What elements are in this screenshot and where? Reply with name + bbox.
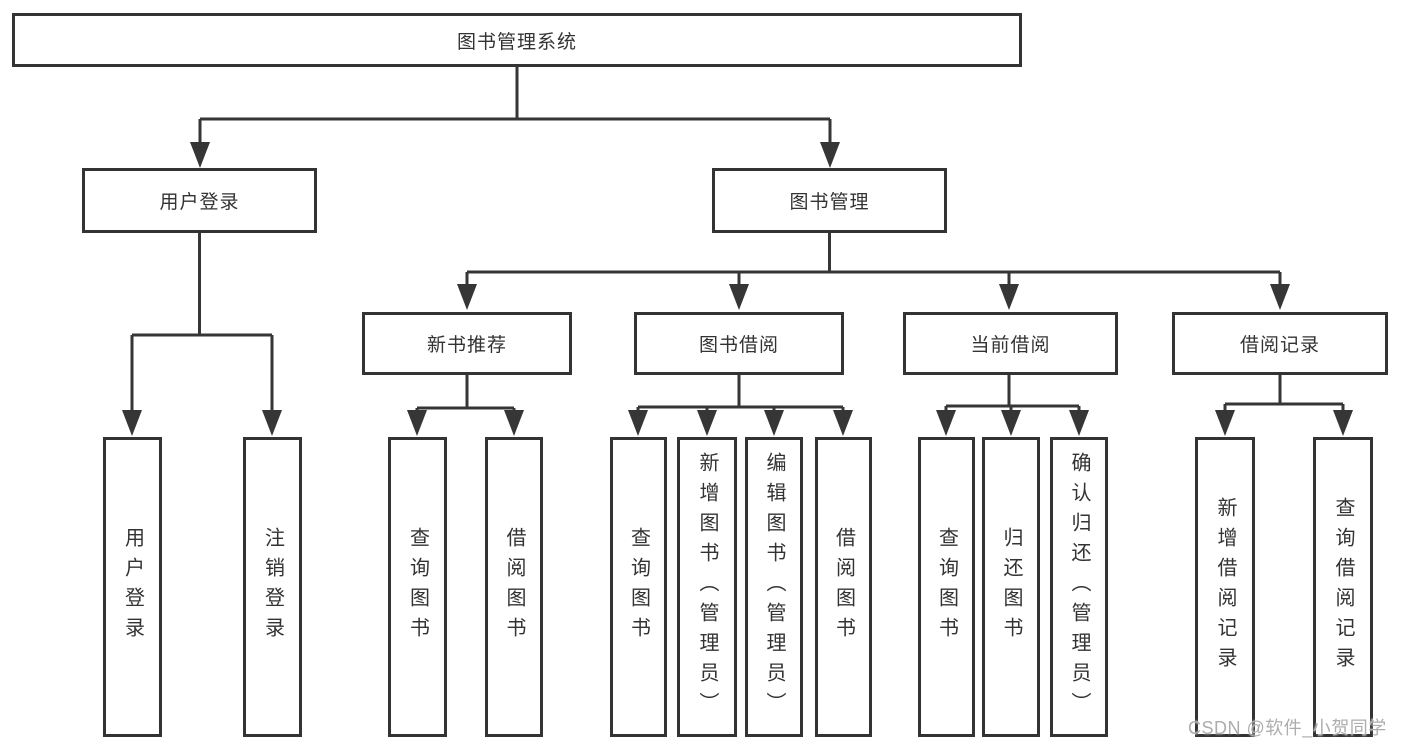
arrow-down-icon [936, 410, 956, 436]
node-label: 新增图书（管理员） [696, 452, 718, 722]
node-new-book-recommend: 新书推荐 [362, 312, 572, 375]
node-leaf-edit-books-admin: 编辑图书（管理员） [745, 437, 803, 737]
node-label: 查询图书 [935, 527, 958, 647]
node-label: 确认归还（管理员） [1068, 452, 1090, 722]
node-leaf-query-books-recommend: 查询图书 [388, 437, 447, 737]
node-user-login: 用户登录 [82, 168, 317, 233]
arrow-down-icon [262, 410, 282, 436]
node-label: 查询借阅记录 [1332, 497, 1354, 677]
node-borrow-record: 借阅记录 [1172, 312, 1388, 375]
connector-borrow-record-to-leaves [1223, 375, 1345, 416]
node-label: 用户登录 [159, 192, 240, 213]
arrow-down-icon [1333, 410, 1353, 436]
node-label: 查询图书 [627, 527, 650, 647]
arrow-down-icon [122, 410, 142, 436]
arrow-down-icon [729, 284, 749, 310]
node-label: 借阅记录 [1239, 335, 1320, 356]
node-label: 用户登录 [121, 527, 144, 647]
arrow-down-icon [628, 410, 648, 436]
node-book-borrow: 图书借阅 [634, 312, 844, 375]
node-label: 新增借阅记录 [1214, 497, 1236, 677]
node-current-borrow: 当前借阅 [903, 312, 1118, 375]
node-label: 查询图书 [406, 527, 429, 647]
node-leaf-return-books: 归还图书 [982, 437, 1040, 737]
node-label: 归还图书 [1000, 527, 1022, 647]
node-leaf-borrow-books: 借阅图书 [815, 437, 872, 737]
arrow-down-icon [697, 410, 717, 436]
node-label: 图书管理系统 [456, 31, 577, 53]
node-leaf-logout: 注销登录 [243, 437, 302, 737]
arrow-down-icon [999, 284, 1019, 310]
node-leaf-query-books-borrow: 查询图书 [610, 437, 667, 737]
node-label: 图书管理 [789, 192, 870, 213]
node-label: 借阅图书 [832, 527, 855, 647]
node-leaf-query-books-current: 查询图书 [918, 437, 975, 737]
node-leaf-user-login: 用户登录 [103, 437, 162, 737]
arrow-down-icon [457, 284, 477, 310]
node-leaf-query-borrow-record: 查询借阅记录 [1313, 437, 1373, 737]
node-label: 借阅图书 [503, 527, 525, 647]
arrow-down-icon [1270, 284, 1290, 310]
node-label: 注销登录 [261, 527, 284, 647]
arrow-down-icon [1069, 410, 1089, 436]
arrow-down-icon [504, 410, 524, 436]
arrow-down-icon [833, 410, 853, 436]
node-label: 编辑图书（管理员） [763, 452, 785, 722]
connector-book-borrow-to-leaves [636, 375, 845, 416]
connector-new-book-recommend-to-leaves [415, 375, 516, 416]
connector-book-management-to-level3 [465, 233, 1282, 290]
connector-user-login-to-leaves [130, 233, 274, 416]
arrow-down-icon [407, 410, 427, 436]
node-leaf-borrow-books-recommend: 借阅图书 [485, 437, 543, 737]
arrow-down-icon [190, 142, 210, 168]
connector-current-borrow-to-leaves [944, 375, 1081, 416]
arrow-down-icon [820, 142, 840, 168]
node-root-book-management-system: 图书管理系统 [12, 13, 1022, 67]
arrow-down-icon [764, 410, 784, 436]
node-label: 当前借阅 [970, 335, 1051, 356]
node-label: 新书推荐 [426, 335, 507, 356]
connector-root-to-level2 [198, 67, 832, 148]
node-leaf-add-borrow-record: 新增借阅记录 [1195, 437, 1255, 737]
csdn-watermark: CSDN @软件_小贺同学 [1188, 718, 1387, 738]
node-book-management: 图书管理 [712, 168, 947, 233]
arrow-down-icon [1001, 410, 1021, 436]
node-label: 图书借阅 [698, 335, 779, 356]
node-leaf-confirm-return-admin: 确认归还（管理员） [1050, 437, 1108, 737]
arrow-down-icon [1215, 410, 1235, 436]
node-leaf-add-books-admin: 新增图书（管理员） [677, 437, 737, 737]
